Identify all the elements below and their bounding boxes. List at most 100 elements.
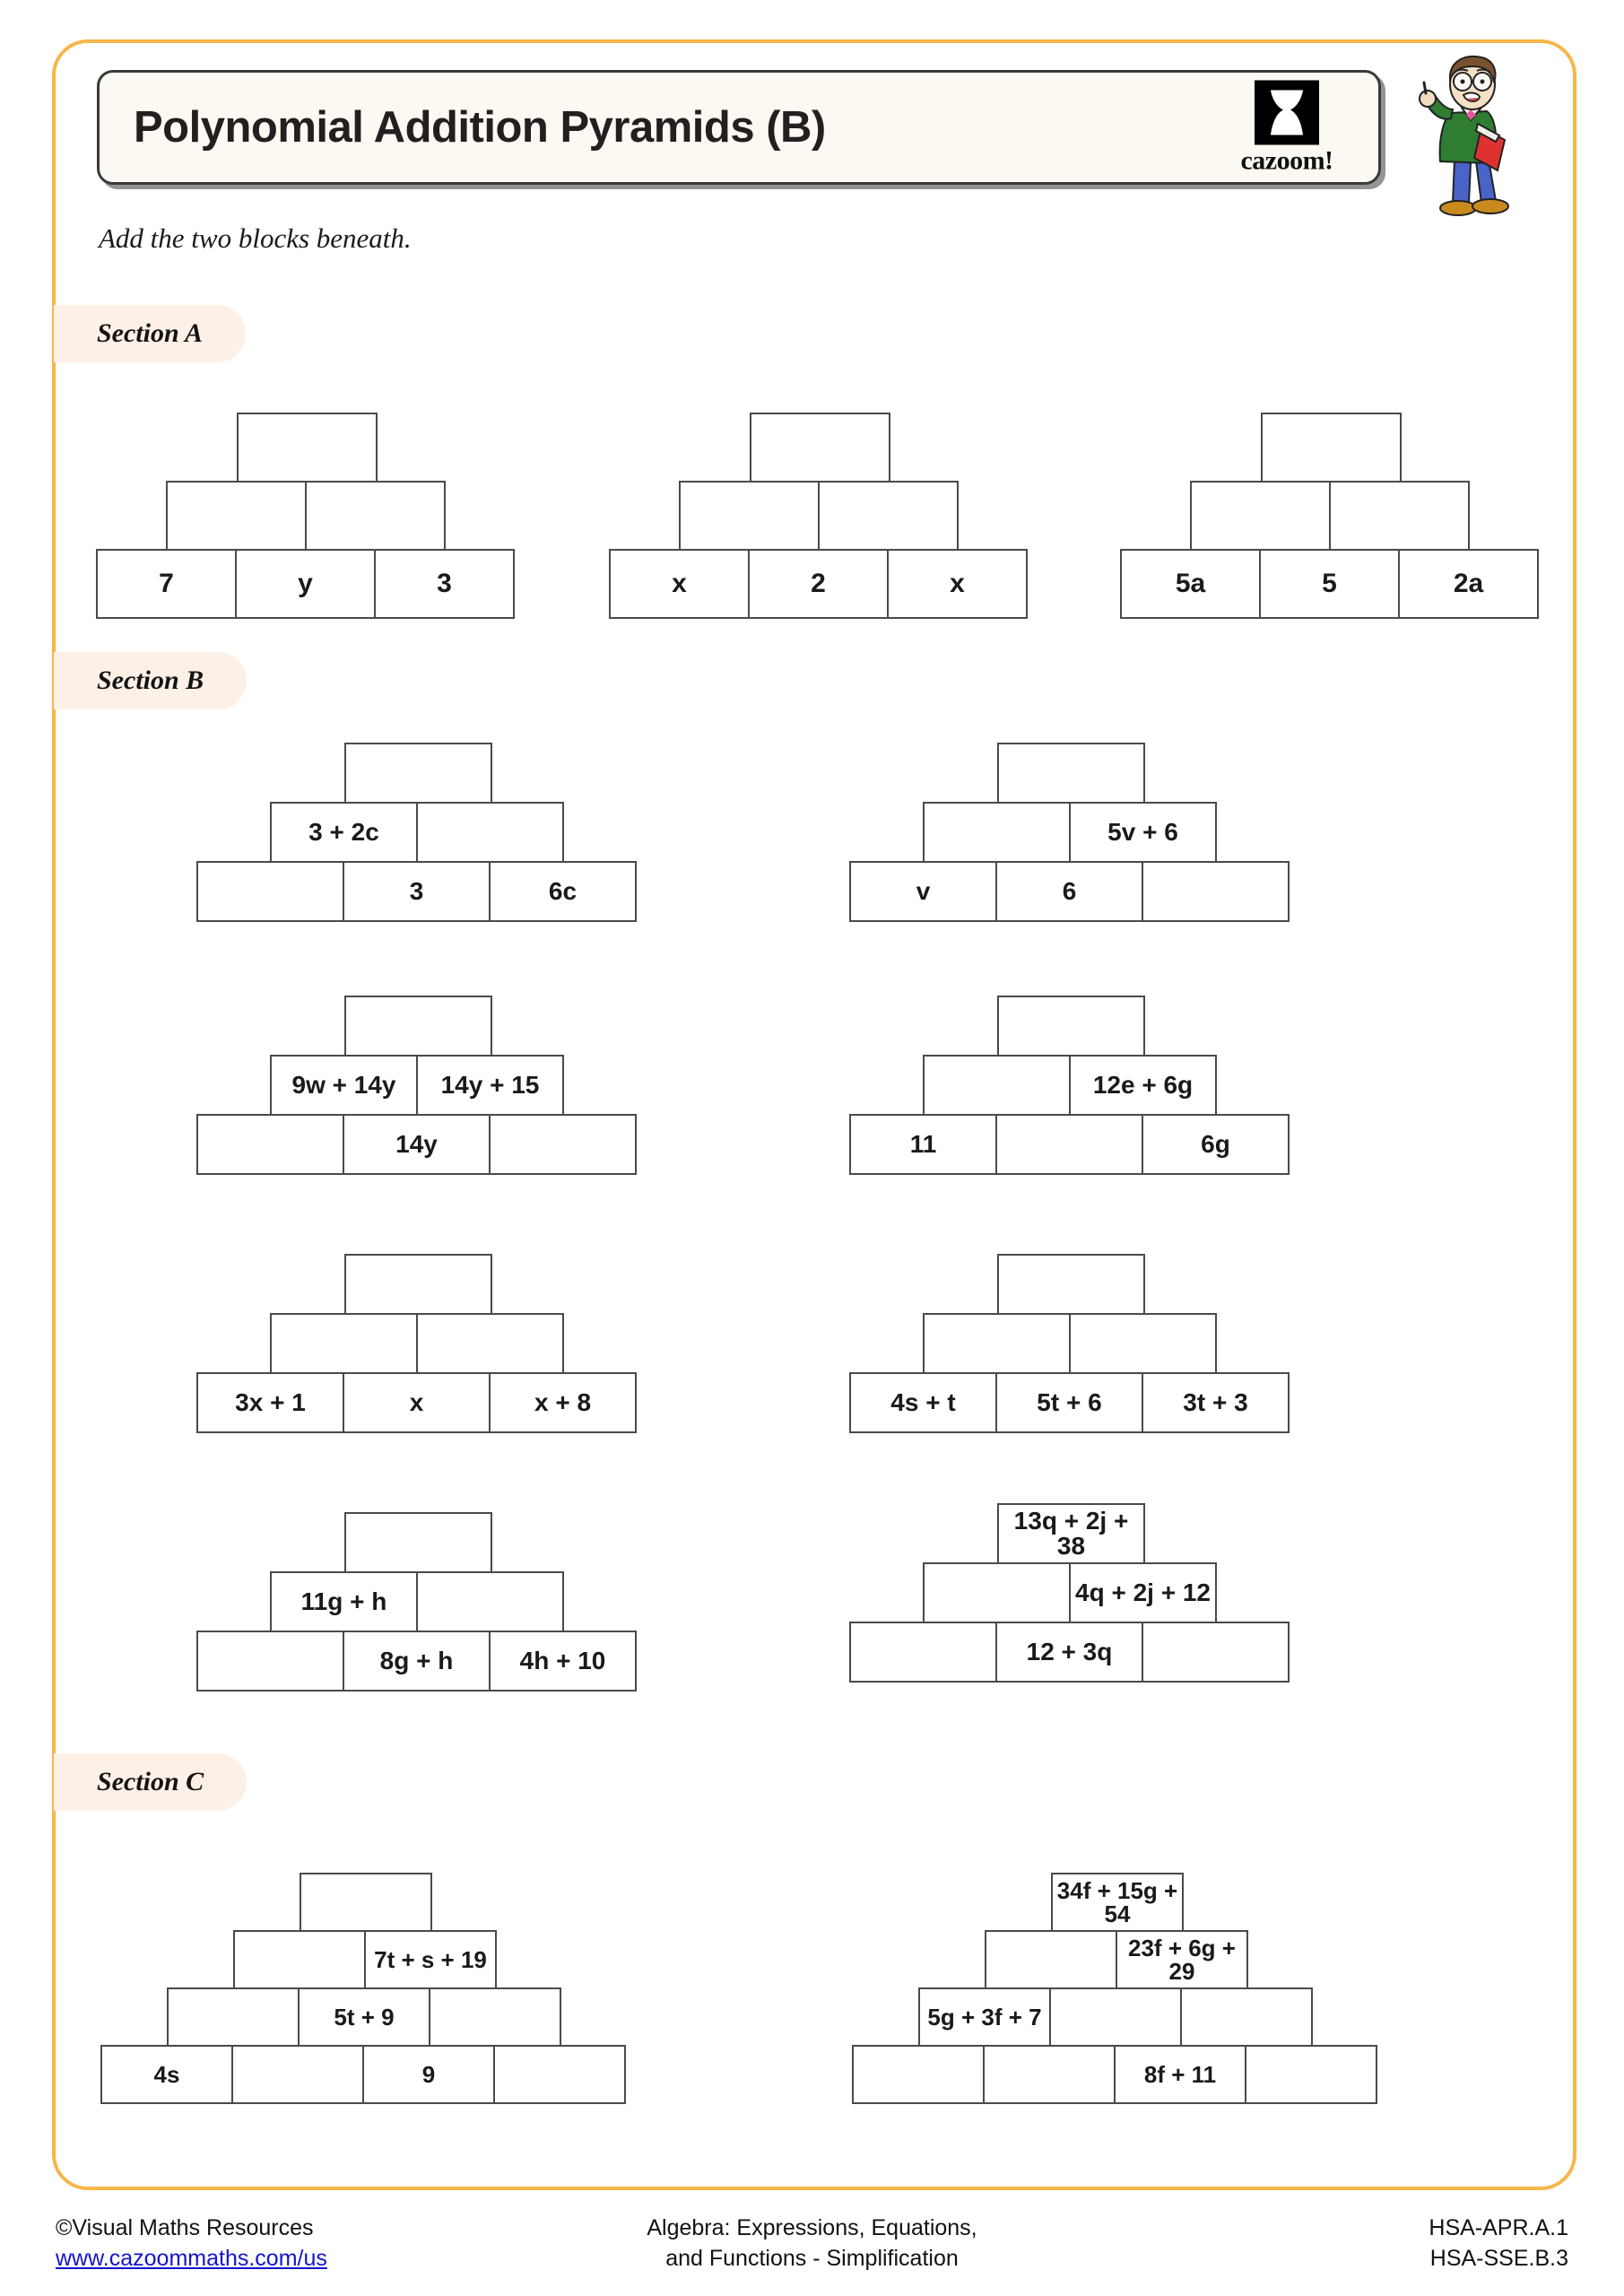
pyramid-cell[interactable] [997,1254,1145,1315]
pyramid-cell[interactable]: 4q + 2j + 12 [1069,1562,1217,1623]
pyramid-cell[interactable]: 11 [849,1114,997,1175]
pyramid-cell[interactable] [416,1313,564,1374]
pyramid-row: 14y [196,1114,637,1175]
pyramid-cell[interactable]: 6g [1142,1114,1290,1175]
pyramid-cell[interactable] [305,481,446,551]
pyramid-cell[interactable] [416,1571,564,1632]
pyramid-cell[interactable]: 6c [489,861,637,922]
pyramid-cell[interactable] [196,1114,344,1175]
footer-standards: HSA-APR.A.1 HSA-SSE.B.3 [1429,2213,1568,2274]
pyramid-cell[interactable] [923,1313,1071,1374]
pyramid-cell[interactable]: 5t + 9 [298,1987,430,2047]
pyramid-cell[interactable] [344,996,492,1057]
pyramid-cell[interactable]: 23f + 6g + 29 [1116,1930,1248,1989]
pyramid-cell[interactable]: x + 8 [489,1372,637,1433]
pyramid-cell[interactable] [849,1622,997,1683]
pyramid-cell[interactable]: 34f + 15g + 54 [1051,1873,1184,1932]
pyramid-cell[interactable]: 9 [362,2045,495,2104]
pyramid-row: 4s 9 [100,2045,626,2104]
pyramid-cell[interactable] [923,802,1071,863]
pyramid-cell[interactable] [1245,2045,1377,2104]
pyramid-row: 9w + 14y 14y + 15 [270,1055,635,1116]
pyramid-cell[interactable] [1261,413,1402,483]
pyramid-cell[interactable] [1180,1987,1313,2047]
pyramid-cell[interactable]: 12 + 3q [995,1622,1143,1683]
pyramid-cell[interactable]: 3x + 1 [196,1372,344,1433]
pyramid-cell[interactable]: 5a [1120,549,1261,619]
pyramid-a2: x 2 x [609,413,1028,619]
pyramid-cell[interactable] [1142,1622,1290,1683]
pyramid-cell[interactable] [818,481,959,551]
pyramid-cell[interactable]: 3 [343,861,491,922]
pyramid-cell[interactable] [985,1930,1117,1989]
pyramid-cell[interactable]: 7t + s + 19 [364,1930,497,1989]
pyramid-cell[interactable] [231,2045,364,2104]
pyramid-cell[interactable]: 3 + 2c [270,802,418,863]
pyramid-cell[interactable] [679,481,820,551]
pyramid-row [344,1512,635,1573]
pyramid-cell[interactable] [1049,1987,1182,2047]
pyramid-cell[interactable]: 4s + t [849,1372,997,1433]
pyramid-cell[interactable]: 5g + 3f + 7 [918,1987,1051,2047]
pyramid-cell[interactable] [1329,481,1470,551]
pyramid-cell[interactable] [344,1254,492,1315]
pyramid-cell[interactable]: 4h + 10 [489,1631,637,1692]
pyramid-cell[interactable] [493,2045,626,2104]
pyramid-row [1190,481,1537,551]
pyramid-cell[interactable]: y [235,549,376,619]
pyramid-row [679,481,1026,551]
pyramid-cell[interactable]: 5 [1259,549,1400,619]
pyramid-cell[interactable]: 8g + h [343,1631,491,1692]
pyramid-cell[interactable] [852,2045,985,2104]
pyramid-cell[interactable]: 3t + 3 [1142,1372,1290,1433]
pyramid-row: 5g + 3f + 7 [918,1987,1376,2047]
pyramid-cell[interactable] [344,743,492,804]
pyramid-cell[interactable]: 7 [96,549,237,619]
website-link[interactable]: www.cazoommaths.com/us [56,2245,327,2271]
pyramid-cell[interactable] [237,413,378,483]
pyramid-cell[interactable] [489,1114,637,1175]
pyramid-cell[interactable]: 13q + 2j + 38 [997,1503,1145,1564]
pyramid-cell[interactable] [995,1114,1143,1175]
pyramid-cell[interactable]: 2a [1398,549,1539,619]
pyramid-cell[interactable]: 5v + 6 [1069,802,1217,863]
pyramid-cell[interactable] [923,1055,1071,1116]
pyramid-cell[interactable]: x [343,1372,491,1433]
pyramid-cell[interactable] [300,1873,432,1932]
pyramid-cell[interactable]: 6 [995,861,1143,922]
pyramid-cell[interactable]: 9w + 14y [270,1055,418,1116]
pyramid-cell[interactable]: 12e + 6g [1069,1055,1217,1116]
pyramid-cell[interactable] [196,1631,344,1692]
pyramid-cell[interactable]: 2 [748,549,889,619]
pyramid-cell[interactable]: 14y + 15 [416,1055,564,1116]
pyramid-cell[interactable]: 5t + 6 [995,1372,1143,1433]
pyramid-cell[interactable] [997,743,1145,804]
pyramid-cell[interactable] [923,1562,1071,1623]
pyramid-row [1261,413,1537,483]
pyramid-cell[interactable] [429,1987,561,2047]
pyramid-cell[interactable]: 4s [100,2045,233,2104]
pyramid-cell[interactable] [1190,481,1331,551]
pyramid-cell[interactable]: 11g + h [270,1571,418,1632]
pyramid-row: 12e + 6g [923,1055,1288,1116]
pyramid-cell[interactable]: v [849,861,997,922]
pyramid-cell[interactable] [983,2045,1116,2104]
pyramid-cell[interactable] [344,1512,492,1573]
pyramid-cell[interactable] [270,1313,418,1374]
pyramid-cell[interactable]: 8f + 11 [1114,2045,1246,2104]
pyramid-cell[interactable]: 14y [343,1114,491,1175]
pyramid-cell[interactable]: x [887,549,1028,619]
pyramid-c2: 34f + 15g + 54 23f + 6g + 29 5g + 3f + 7… [852,1873,1377,2104]
pyramid-row: 23f + 6g + 29 [985,1930,1376,1989]
pyramid-cell[interactable] [196,861,344,922]
pyramid-cell[interactable]: 3 [374,549,515,619]
pyramid-cell[interactable] [997,996,1145,1057]
pyramid-cell[interactable] [416,802,564,863]
pyramid-cell[interactable] [750,413,890,483]
pyramid-cell[interactable]: x [609,549,750,619]
pyramid-cell[interactable] [1069,1313,1217,1374]
pyramid-cell[interactable] [1142,861,1290,922]
pyramid-cell[interactable] [167,1987,300,2047]
pyramid-cell[interactable] [233,1930,366,1989]
pyramid-cell[interactable] [166,481,307,551]
